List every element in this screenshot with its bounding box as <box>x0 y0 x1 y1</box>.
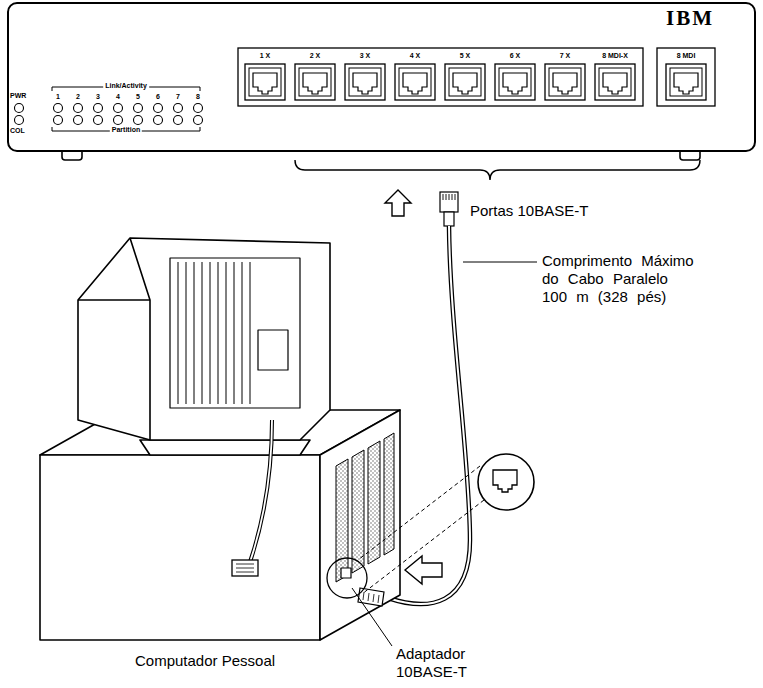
monitor <box>130 238 150 440</box>
led-indicators <box>194 104 203 113</box>
led-number: 8 <box>196 93 200 101</box>
monitor <box>78 299 150 301</box>
system-unit <box>320 410 400 640</box>
port-label: 3 X <box>360 52 371 60</box>
port-frames <box>238 48 643 106</box>
hub-housing <box>8 3 755 151</box>
led-indicators <box>54 116 63 125</box>
rj45-ports <box>595 64 635 100</box>
ports-brace <box>295 160 700 180</box>
monitor <box>258 330 288 370</box>
magnifier <box>362 500 484 594</box>
led-indicators <box>54 104 63 113</box>
rj45-plug <box>443 194 455 200</box>
port-label: 2 X <box>310 52 321 60</box>
magnifier <box>358 466 480 560</box>
hub-housing <box>8 3 755 160</box>
monitor <box>170 258 300 408</box>
led-group-label: Link/Activity <box>103 82 149 90</box>
rj45-plug <box>440 192 458 212</box>
port-label: 8 MDI-X <box>602 52 628 60</box>
led-brackets <box>52 87 200 131</box>
monitor <box>78 238 330 440</box>
rj45-ports <box>345 64 385 100</box>
rj45-ports <box>245 64 706 100</box>
led-label: COL <box>10 127 25 135</box>
led-group-label: Partition <box>110 126 142 134</box>
port-label: 8 MDI <box>677 52 696 60</box>
computer-label: Computador Pessoal <box>135 652 275 670</box>
magnifier <box>478 454 534 510</box>
system-unit <box>368 441 380 564</box>
rj45-ports <box>666 64 706 100</box>
brand-logo: IBM <box>666 6 714 31</box>
led-indicators <box>94 104 103 113</box>
rj45-ports <box>445 64 485 100</box>
led-indicators <box>174 116 183 125</box>
led-number: 2 <box>76 93 80 101</box>
leader-line <box>463 262 537 263</box>
system-unit <box>40 455 320 640</box>
monitor <box>140 440 310 455</box>
system-unit <box>336 459 348 582</box>
ports-label: Portas 10BASE-T <box>470 202 588 220</box>
led-number: 4 <box>116 93 120 101</box>
led-indicators <box>15 104 203 125</box>
led-indicators <box>154 116 163 125</box>
led-number: 6 <box>156 93 160 101</box>
system-unit <box>352 450 364 573</box>
rj45-ports <box>495 64 535 100</box>
cable-length-label: Comprimento Máximo do Cabo Paralelo 100 … <box>542 252 697 306</box>
led-indicators <box>94 116 103 125</box>
magnifier <box>493 470 517 492</box>
port-label: 7 X <box>560 52 571 60</box>
rj45-plug <box>444 212 454 226</box>
monitor-cable <box>250 420 272 562</box>
adapter-label: Adaptador 10BASE-T <box>396 645 496 681</box>
rj45-plug <box>440 192 458 226</box>
magnifier <box>327 558 367 598</box>
monitor-cable <box>232 560 258 576</box>
port-label: 5 X <box>460 52 471 60</box>
insert-arrow <box>405 556 442 584</box>
port-label: 6 X <box>510 52 521 60</box>
led-indicators <box>15 116 24 125</box>
led-number: 3 <box>96 93 100 101</box>
led-label: PWR <box>10 92 26 100</box>
led-indicators <box>15 104 24 113</box>
monitor-cable <box>236 564 254 572</box>
magnifier <box>327 454 534 598</box>
led-indicators <box>134 116 143 125</box>
port-label: 4 X <box>410 52 421 60</box>
led-indicators <box>74 104 83 113</box>
led-indicators <box>114 116 123 125</box>
insert-arrow <box>385 190 411 216</box>
rj45-ports <box>295 64 335 100</box>
monitor-cable <box>250 420 272 562</box>
port-label: 1 X <box>260 52 271 60</box>
led-indicators <box>154 104 163 113</box>
led-indicators <box>74 116 83 125</box>
port-frames <box>657 48 715 106</box>
system-unit <box>40 410 400 640</box>
monitor <box>178 262 250 404</box>
led-indicators <box>134 104 143 113</box>
monitor-cable <box>232 420 272 576</box>
led-indicators <box>114 104 123 113</box>
port-frames <box>238 48 715 106</box>
led-indicators <box>194 116 203 125</box>
led-indicators <box>174 104 183 113</box>
rj45-ports <box>245 64 285 100</box>
led-number: 1 <box>56 93 60 101</box>
leader-line <box>352 588 392 646</box>
rj45-plug <box>363 592 379 603</box>
monitor <box>78 238 330 455</box>
rj45-ports <box>395 64 435 100</box>
system-unit <box>341 568 351 578</box>
led-number: 5 <box>136 93 140 101</box>
rj45-ports <box>545 64 585 100</box>
led-number: 7 <box>176 93 180 101</box>
